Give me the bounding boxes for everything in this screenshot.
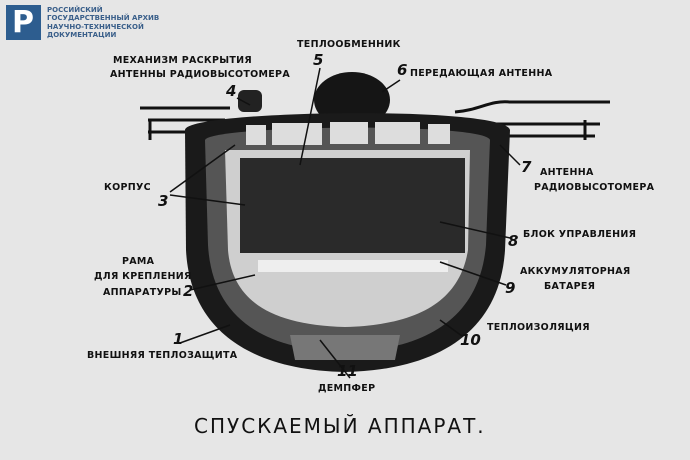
leader-lines	[169, 67, 521, 379]
number-9: 9	[505, 279, 516, 297]
number-2: 2	[183, 282, 194, 300]
number-11: 11	[337, 362, 358, 380]
antenna-mechanism	[238, 90, 262, 112]
label-1: ВНЕШНЯЯ ТЕПЛОЗАЩИТА	[87, 350, 238, 361]
label-11: ДЕМПФЕР	[318, 383, 376, 394]
heat-exchanger-windows	[246, 122, 450, 145]
archive-name: РОССИЙСКИЙ ГОСУДАРСТВЕННЫЙ АРХИВ НАУЧНО-…	[47, 6, 159, 39]
archive-line: ГОСУДАРСТВЕННЫЙ АРХИВ	[47, 14, 160, 23]
label-4b: АНТЕННЫ РАДИОВЫСОТОМЕРА	[110, 69, 290, 80]
radio-altimeter-antennas	[140, 100, 610, 140]
damper	[290, 335, 400, 360]
label-6: ПЕРЕДАЮЩАЯ АНТЕННА	[410, 68, 553, 79]
archive-line: ДОКУМЕНТАЦИИ	[47, 30, 117, 39]
logo-letter: Р	[12, 5, 34, 40]
label-8: БЛОК УПРАВЛЕНИЯ	[523, 229, 637, 240]
archive-logo: Р	[6, 5, 41, 40]
number-3: 3	[158, 192, 169, 210]
archive-line: НАУЧНО-ТЕХНИЧЕСКОЙ	[47, 22, 144, 31]
number-4: 4	[226, 82, 237, 100]
battery-cells	[258, 260, 448, 272]
number-7: 7	[521, 158, 532, 176]
equipment	[240, 158, 465, 253]
label-10: ТЕПЛОИЗОЛЯЦИЯ	[487, 322, 590, 333]
number-5: 5	[313, 51, 324, 69]
label-9b: БАТАРЕЯ	[544, 281, 596, 292]
number-1: 1	[173, 330, 184, 348]
label-7b: РАДИОВЫСОТОМЕРА	[534, 182, 655, 193]
number-8: 8	[508, 232, 519, 250]
archive-line: РОССИЙСКИЙ	[47, 6, 103, 14]
diagram-title: СПУСКАЕМЫЙ АППАРАТ.	[194, 414, 486, 438]
label-7a: АНТЕННА	[540, 167, 594, 178]
number-6: 6	[397, 61, 408, 79]
label-2a: РАМА	[122, 256, 155, 267]
label-5: ТЕПЛООБМЕННИК	[297, 39, 401, 50]
label-2c: АППАРАТУРЫ	[103, 287, 182, 298]
number-10: 10	[460, 331, 481, 349]
label-4a: МЕХАНИЗМ РАСКРЫТИЯ	[113, 55, 253, 66]
label-3: КОРПУС	[104, 182, 151, 193]
label-2b: ДЛЯ КРЕПЛЕНИЯ	[94, 271, 192, 282]
label-9a: АККУМУЛЯТОРНАЯ	[520, 266, 631, 277]
